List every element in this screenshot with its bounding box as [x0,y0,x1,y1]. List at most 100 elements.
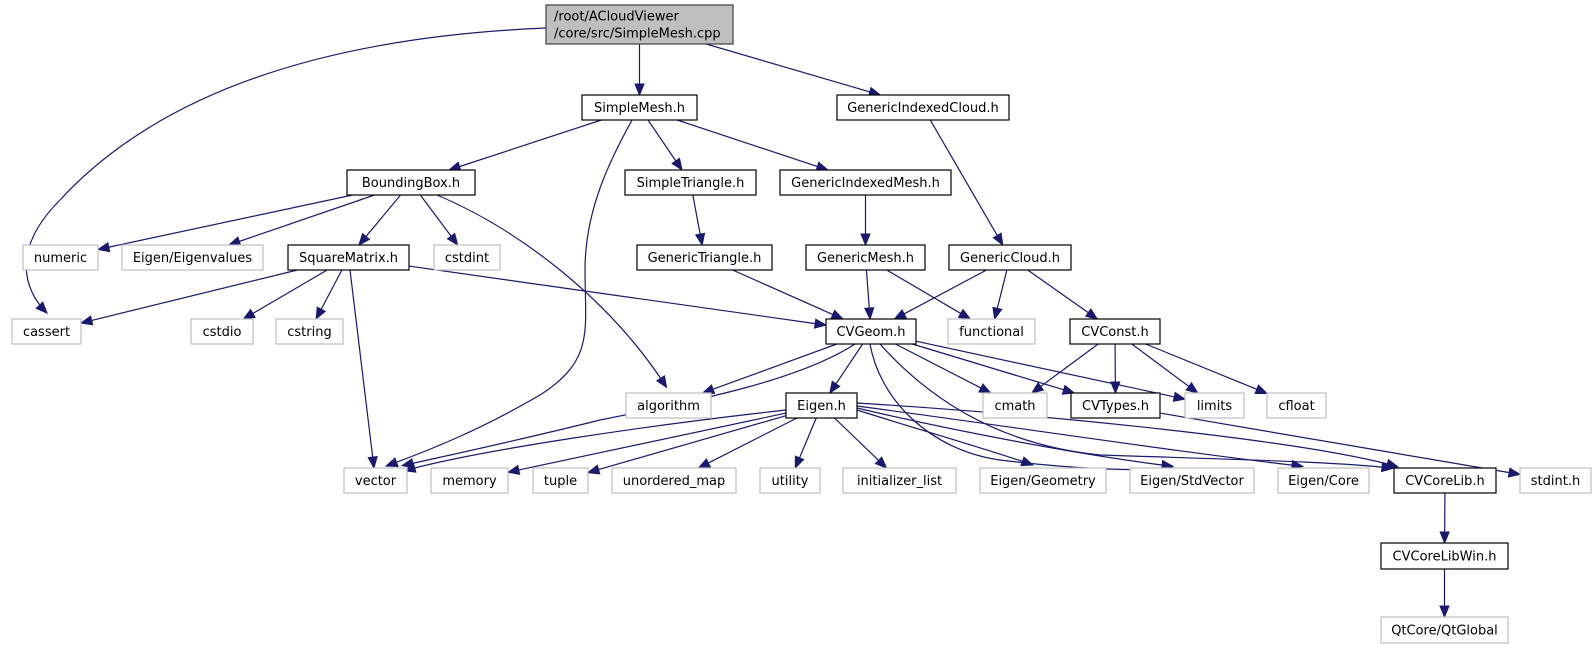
edge-cvconst-to-cfloat [1145,343,1269,394]
node-eigeneigenvalues[interactable]: Eigen/Eigenvalues [121,244,264,271]
edge-arrowhead [1020,456,1035,467]
node-numeric[interactable]: numeric [22,244,99,271]
edge-line [1131,343,1191,388]
edge-arrowhead [671,157,683,172]
node-cstdio[interactable]: cstdio [190,318,254,345]
node-eigencore[interactable]: Eigen/Core [1277,467,1370,494]
edge-squarematrix-to-cassert [79,269,298,326]
node-cmath[interactable]: cmath [982,392,1048,419]
node-cfloat[interactable]: cfloat [1266,392,1327,419]
edge-line [929,119,999,237]
node-box [343,467,408,494]
edge-line [856,402,1396,467]
edge-boundingbox-to-squarematrix [358,194,402,247]
node-genericindexedcloud[interactable]: GenericIndexedCloud.h [836,94,1010,121]
node-limits[interactable]: limits [1184,392,1245,419]
node-label: GenericIndexedCloud.h [847,101,999,116]
node-simplemesh[interactable]: SimpleMesh.h [581,94,698,121]
edge-arrowhead [813,318,828,329]
node-utility[interactable]: utility [759,467,821,494]
node-genericmesh[interactable]: GenericMesh.h [805,244,926,271]
node-box [636,244,773,271]
node-box [982,392,1048,419]
node-functional[interactable]: functional [947,318,1036,345]
node-box [948,244,1072,271]
node-stdint[interactable]: stdint.h [1519,467,1592,494]
node-algorithm[interactable]: algorithm [625,392,712,419]
node-box [11,318,82,345]
edge-generictriangle-to-cvgeom [732,269,845,320]
node-eigen[interactable]: Eigen.h [785,392,858,419]
edge-arrowhead [1084,308,1099,320]
edge-line [1039,343,1099,388]
edge-line [458,119,602,168]
node-label: cfloat [1278,399,1314,414]
node-label: limits [1197,399,1233,414]
node-label: BoundingBox.h [362,176,460,191]
node-vector[interactable]: vector [343,467,408,494]
node-box [1070,392,1161,419]
node-label: utility [772,474,809,489]
edge-arrowhead [242,308,256,320]
edge-arrowhead [794,455,805,470]
edge-line [895,343,983,389]
edge-genericmesh-to-cvgeom [863,269,875,321]
edge-line [388,119,633,466]
node-box [433,244,501,271]
node-tuple[interactable]: tuple [532,467,589,494]
node-boundingbox[interactable]: BoundingBox.h [346,169,476,196]
node-box [121,244,264,271]
node-cstdint[interactable]: cstdint [433,244,501,271]
edge-line [798,417,817,460]
edge-line [903,269,987,315]
edge-line [107,194,353,248]
node-cvcorelibwin[interactable]: CVCoreLibWin.h [1380,542,1509,570]
edge-arrowhead [992,306,1003,321]
node-cassert[interactable]: cassert [11,318,82,345]
edge-simplemesh-to-genericindexedmesh [676,119,830,172]
node-simpletriangle[interactable]: SimpleTriangle.h [624,169,757,196]
edge-arrowhead [863,307,875,321]
node-cvcorelib[interactable]: CVCoreLib.h [1393,467,1497,494]
node-generictriangle[interactable]: GenericTriangle.h [636,244,773,271]
node-label: Eigen/Eigenvalues [133,251,253,266]
edge-arrowhead [874,456,888,469]
node-root[interactable]: /root/ACloudViewer/core/src/SimpleMesh.c… [545,4,734,45]
node-cstring[interactable]: cstring [275,318,344,345]
edge-genericcloud-to-functional [992,269,1008,321]
edge-cvtypes-to-stdint [1159,412,1522,478]
node-unordered_map[interactable]: unordered_map [611,467,737,494]
edge-squarematrix-to-cstring [315,269,343,321]
edge-line [856,407,1171,467]
node-memory[interactable]: memory [430,467,509,494]
node-qtglobal[interactable]: QtCore/QtGlobal [1380,616,1509,644]
node-eigenstdvector[interactable]: Eigen/StdVector [1129,467,1255,494]
node-eigengeometry[interactable]: Eigen/Geometry [979,467,1107,494]
edge-cvconst-to-limits [1131,343,1199,394]
node-cvconst[interactable]: CVConst.h [1069,318,1161,345]
edge-arrowhead [446,232,459,247]
edge-line [647,119,677,163]
edge-line [834,417,880,462]
edge-cvgeom-to-eigen [829,343,864,395]
node-box [1129,467,1255,494]
node-cvgeom[interactable]: CVGeom.h [825,318,917,345]
node-label: unordered_map [623,474,726,489]
edge-boundingbox-to-numeric [96,194,353,253]
edge-arrowhead [634,83,645,97]
node-label: GenericCloud.h [960,251,1060,266]
node-genericcloud[interactable]: GenericCloud.h [948,244,1072,271]
edge-line [408,265,817,325]
edge-line [419,194,453,238]
node-initializer_list[interactable]: initializer_list [842,467,957,494]
node-genericindexedmesh[interactable]: GenericIndexedMesh.h [779,169,952,196]
edge-eigen-to-vector [402,409,787,473]
node-label: GenericTriangle.h [648,251,762,266]
node-squarematrix[interactable]: SquareMatrix.h [287,244,410,271]
node-box [625,392,712,419]
node-label: cassert [23,325,70,340]
edge-arrowhead [655,375,668,389]
edge-line [251,269,328,315]
node-cvtypes[interactable]: CVTypes.h [1070,392,1161,419]
edge-cvcorelib-to-cvcorelibwin [1439,492,1450,545]
